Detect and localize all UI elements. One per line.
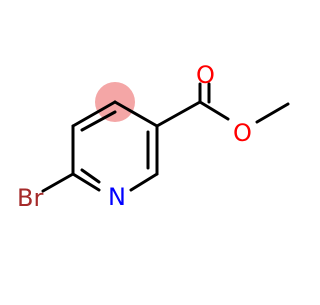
bond-ring-inner-double-bottom xyxy=(80,168,101,184)
bond-ring-inner-double-top xyxy=(80,110,117,132)
structure-canvas: Br N O O xyxy=(17,61,290,212)
molecule-diagram: Br N O O xyxy=(17,61,290,212)
bond-ring-carbonyl xyxy=(155,100,202,128)
bond-carbon-bromine xyxy=(41,172,75,193)
bond-carbonyl-ester-oxygen xyxy=(198,100,230,121)
nitrogen-label: N xyxy=(108,183,126,211)
carbonyl-oxygen-label: O xyxy=(196,61,215,89)
bond-ester-oxygen-methyl xyxy=(255,102,290,124)
bond-ring-top-right xyxy=(113,100,159,128)
bond-ring-top-left xyxy=(71,100,117,128)
bond-ring-bottom-right xyxy=(129,172,159,192)
bromine-label: Br xyxy=(17,184,43,212)
bond-ring-bottom-left xyxy=(71,172,101,192)
ester-oxygen-label: O xyxy=(233,119,252,147)
